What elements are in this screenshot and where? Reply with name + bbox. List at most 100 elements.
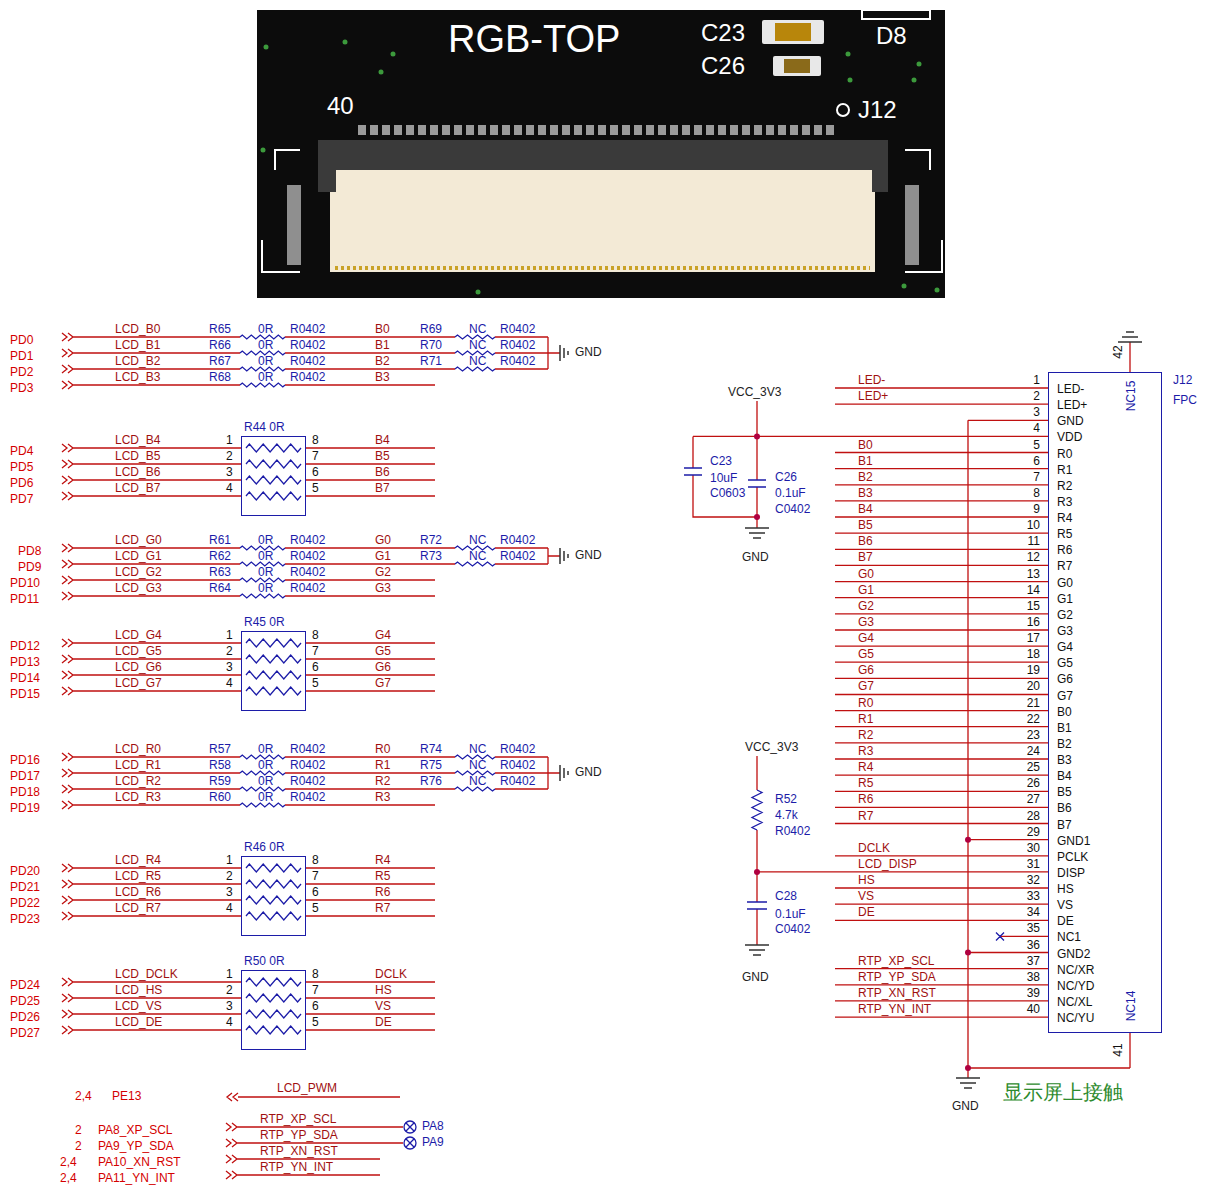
- net-label: G7: [858, 681, 874, 694]
- net-label: RTP_XP_SCL: [260, 1113, 336, 1126]
- port-label: PD14: [10, 672, 40, 685]
- component-label: R67: [209, 355, 231, 368]
- port-label: PA10_XN_RST: [98, 1156, 180, 1169]
- component-label: NC: [469, 323, 486, 336]
- net-label: LCD_G1: [115, 550, 162, 563]
- net-label: LCD_R3: [115, 791, 161, 804]
- power-label: GND: [742, 551, 769, 564]
- component-label: NC: [469, 759, 486, 772]
- component-label: PA9: [422, 1136, 444, 1149]
- pin-number: 27: [1027, 794, 1040, 807]
- pin-number: 8: [312, 854, 319, 867]
- pin-name: B1: [1057, 722, 1072, 735]
- net-label: LED+: [858, 391, 888, 404]
- net-label: G3: [858, 616, 874, 629]
- net-label: R7: [858, 810, 873, 823]
- pin-name: GND2: [1057, 948, 1090, 961]
- component-label: R0402: [290, 566, 325, 579]
- pin-number: 37: [1027, 955, 1040, 968]
- pin-number: 22: [1027, 713, 1040, 726]
- junction-dot: [965, 837, 971, 843]
- pin-number: 3: [226, 886, 233, 899]
- pin-name: B6: [1057, 803, 1072, 816]
- power-label: VCC_3V3: [728, 386, 781, 399]
- net-label: R6: [375, 886, 390, 899]
- pin-number: 8: [312, 434, 319, 447]
- component-label: R0402: [290, 550, 325, 563]
- pin-name: B2: [1057, 738, 1072, 751]
- component-label: 0R: [258, 566, 273, 579]
- net-label: RTP_XN_RST: [260, 1145, 338, 1158]
- pin-number: 18: [1027, 649, 1040, 662]
- net-label: R1: [375, 759, 390, 772]
- pin-name: PCLK: [1057, 851, 1088, 864]
- pin-number: 28: [1027, 810, 1040, 823]
- pin-number: 4: [226, 902, 233, 915]
- net-label: HS: [375, 984, 392, 997]
- port-label: 2,4: [60, 1172, 77, 1185]
- net-label: B4: [858, 503, 873, 516]
- net-label: R2: [375, 775, 390, 788]
- pin-number: 5: [312, 482, 319, 495]
- pin-number: 25: [1027, 762, 1040, 775]
- component-label: R0402: [290, 355, 325, 368]
- component-label: 0R: [258, 791, 273, 804]
- net-label: HS: [858, 874, 875, 887]
- net-label: LCD_DISP: [858, 858, 917, 871]
- component-label: R65: [209, 323, 231, 336]
- pin-number: 1: [226, 854, 233, 867]
- pin-number: 26: [1027, 778, 1040, 791]
- net-label: B1: [375, 339, 390, 352]
- pin-name: G2: [1057, 609, 1073, 622]
- component-label: R71: [420, 355, 442, 368]
- pcb-photo: [257, 10, 945, 298]
- pin-number: 6: [312, 661, 319, 674]
- net-label: B7: [375, 482, 390, 495]
- component-label: R68: [209, 371, 231, 384]
- silkscreen-label: 40: [327, 93, 354, 119]
- pin-number: 2: [1033, 391, 1040, 404]
- component-label: R0402: [290, 775, 325, 788]
- silkscreen-outline: [862, 10, 930, 19]
- port-label: PD23: [10, 913, 40, 926]
- net-label: R4: [858, 762, 873, 775]
- net-label: DE: [375, 1016, 392, 1029]
- power-label: GND: [575, 549, 602, 562]
- component-label: R0402: [500, 339, 535, 352]
- component-label: R0402: [775, 825, 810, 838]
- pin-name: NC/XL: [1057, 996, 1092, 1009]
- pin-number: 3: [226, 661, 233, 674]
- pin-name: G0: [1057, 577, 1073, 590]
- pin-number: 10: [1027, 520, 1040, 533]
- pin-name: G4: [1057, 642, 1073, 655]
- pin-name: NC/YD: [1057, 980, 1094, 993]
- net-label: G7: [375, 677, 391, 690]
- port-label: PD2: [10, 366, 33, 379]
- component-label: R0402: [290, 743, 325, 756]
- component-label: R0402: [500, 323, 535, 336]
- net-label: RTP_YP_SDA: [858, 971, 936, 984]
- net-label: LCD_R2: [115, 775, 161, 788]
- pin-number: 34: [1027, 907, 1040, 920]
- pin-number: 7: [1033, 471, 1040, 484]
- component-label: R52: [775, 793, 797, 806]
- pin-number: 20: [1027, 681, 1040, 694]
- pin-number: 14: [1027, 584, 1040, 597]
- net-label: B0: [858, 439, 873, 452]
- pin-name: B7: [1057, 819, 1072, 832]
- net-label: LCD_B4: [115, 434, 160, 447]
- port-label: PD27: [10, 1027, 40, 1040]
- net-label: B3: [858, 487, 873, 500]
- net-label: R4: [375, 854, 390, 867]
- pin-number: 13: [1027, 568, 1040, 581]
- resistor-array-box: R45 0R: [241, 631, 306, 711]
- pin-number: 38: [1027, 971, 1040, 984]
- port-label: PD3: [10, 382, 33, 395]
- part-heading: FPC: [1173, 394, 1197, 407]
- net-label: LCD_B2: [115, 355, 160, 368]
- net-label: LCD_B1: [115, 339, 160, 352]
- junction-dot: [754, 514, 760, 520]
- net-label: B0: [375, 323, 390, 336]
- port-label: PD6: [10, 477, 33, 490]
